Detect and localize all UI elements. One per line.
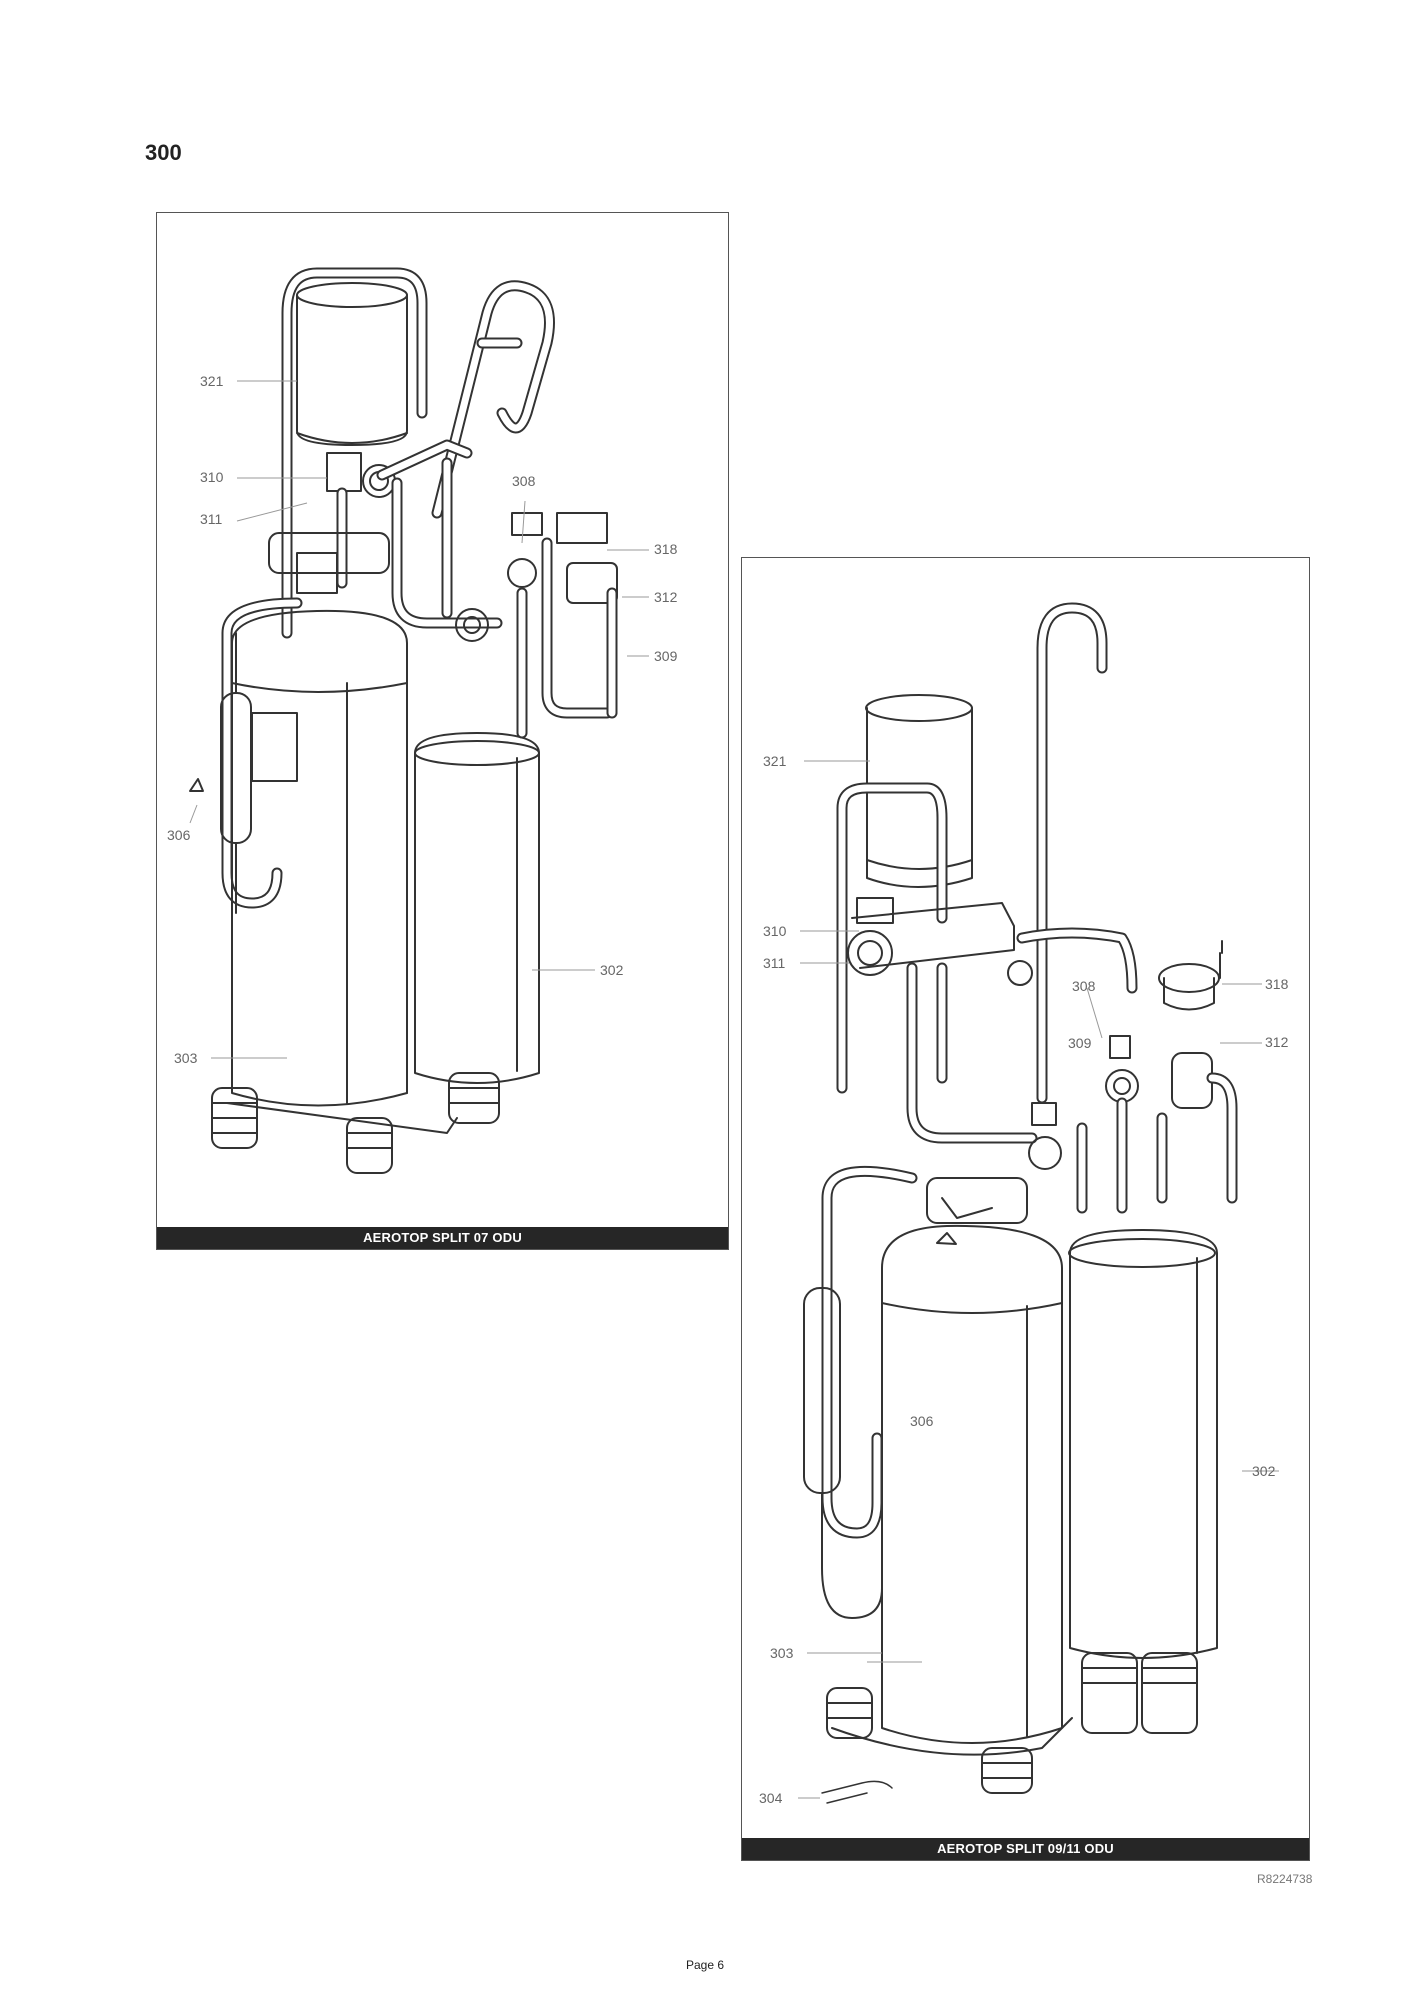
callout-311: 311	[200, 511, 223, 527]
callout-318: 318	[654, 541, 678, 557]
callout-310: 310	[200, 469, 224, 485]
compressor-feet-07	[211, 1072, 500, 1174]
callout-308-b: 308	[1072, 978, 1096, 994]
callout-306-b: 306	[910, 1413, 934, 1429]
callout-318-b: 318	[1265, 976, 1289, 992]
callout-309: 309	[654, 648, 678, 664]
caption-0911: AEROTOP SPLIT 09/11 ODU	[742, 1838, 1309, 1860]
valve-block-310-311	[847, 897, 1015, 976]
callout-312: 312	[654, 589, 678, 605]
diagram-panel-07: 321 310 311 308 318 312 309 306 302 303 …	[156, 212, 729, 1250]
accumulator-321-drawing	[296, 282, 408, 446]
accumulator-321-drawing-b	[865, 694, 973, 888]
callout-321: 321	[200, 373, 224, 389]
compressor-303-drawing-b	[881, 1177, 1063, 1744]
diagram-panel-0911: 321 310 311 308 309 318 312 306 302 303 …	[741, 557, 1310, 1861]
callout-309-b: 309	[1068, 1035, 1092, 1051]
receiver-302-drawing-b	[1068, 1229, 1218, 1734]
callout-303-b: 303	[770, 1645, 794, 1661]
callout-306: 306	[167, 827, 191, 843]
document-reference: R8224738	[1257, 1872, 1313, 1886]
callout-308: 308	[512, 473, 536, 489]
compressor-assembly-drawing-07	[189, 267, 649, 1174]
caption-07: AEROTOP SPLIT 07 ODU	[157, 1227, 728, 1249]
callout-312-b: 312	[1265, 1034, 1289, 1050]
callout-321-b: 321	[763, 753, 787, 769]
callout-310-b: 310	[763, 923, 787, 939]
callout-302: 302	[600, 962, 624, 978]
section-number: 300	[145, 140, 182, 165]
page-number: Page 6	[685, 1958, 725, 1972]
callout-302-b: 302	[1252, 1463, 1276, 1479]
callout-311-b: 311	[763, 955, 786, 971]
compressor-feet-0911	[826, 1687, 1073, 1794]
callout-304-b: 304	[759, 1790, 783, 1806]
compressor-303-drawing	[231, 532, 408, 1107]
compressor-assembly-drawing-0911	[798, 602, 1279, 1804]
receiver-302-drawing	[414, 732, 540, 1084]
callout-303: 303	[174, 1050, 198, 1066]
